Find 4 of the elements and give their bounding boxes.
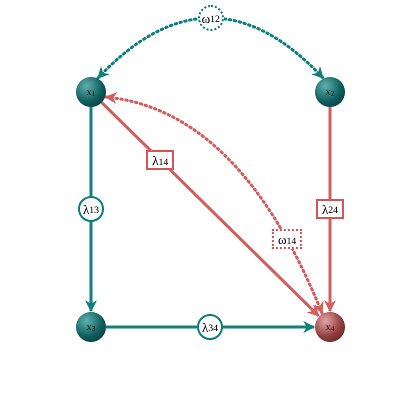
arrow [324, 107, 336, 312]
arrow [96, 16, 324, 80]
arrow [85, 107, 97, 312]
arrow [106, 321, 316, 333]
